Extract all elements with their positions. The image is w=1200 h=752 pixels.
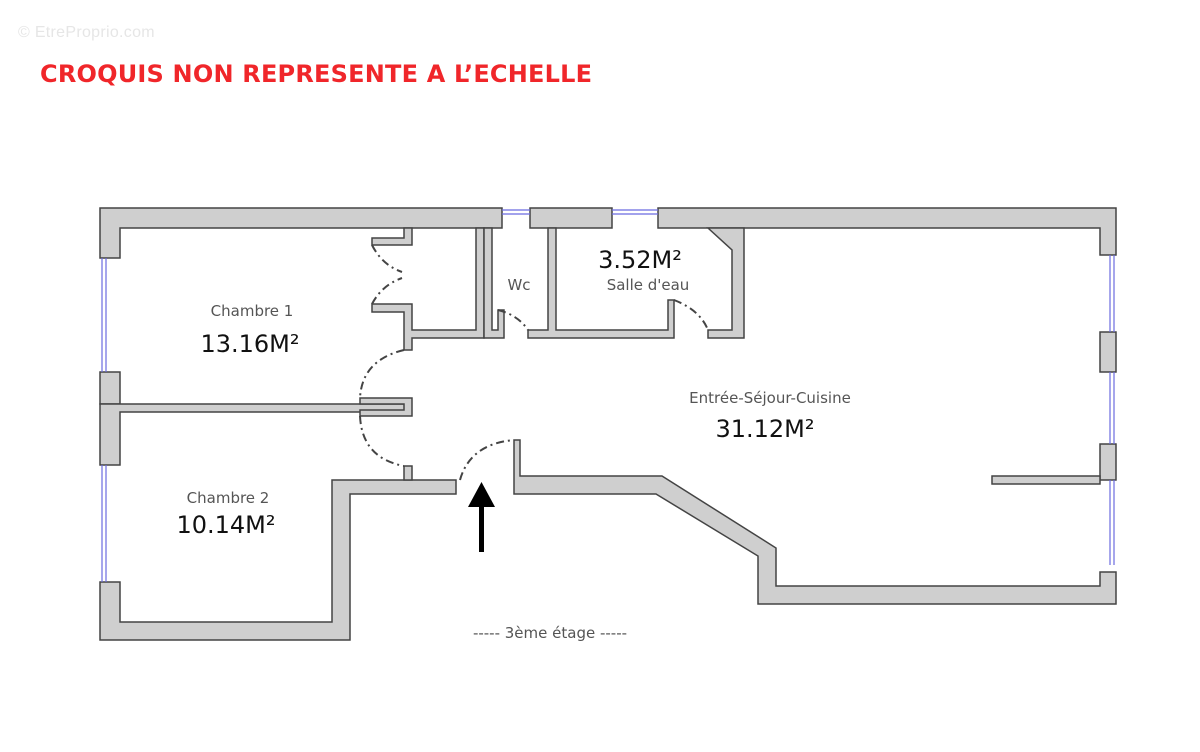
arrow-up-icon [468, 482, 495, 552]
room-name-chambre-2: Chambre 2 [187, 489, 270, 507]
room-area-chambre-2: 10.14M² [176, 511, 275, 539]
room-name-sejour: Entrée-Séjour-Cuisine [689, 389, 851, 407]
scale-disclaimer: CROQUIS NON REPRESENTE A L’ECHELLE [40, 60, 593, 88]
watermark: © EtreProprio.com [18, 24, 155, 41]
walls [99, 207, 1117, 641]
floor-label: ----- 3ème étage ----- [473, 624, 627, 642]
room-name-chambre-1: Chambre 1 [211, 302, 294, 320]
windows [101, 209, 1115, 582]
door-swings [359, 244, 709, 481]
room-area-chambre-1: 13.16M² [200, 330, 299, 358]
room-name-wc: Wc [507, 276, 530, 294]
room-name-salle-deau: Salle d'eau [607, 276, 690, 294]
room-area-salle-deau: 3.52M² [598, 246, 682, 274]
room-area-sejour: 31.12M² [715, 415, 814, 443]
